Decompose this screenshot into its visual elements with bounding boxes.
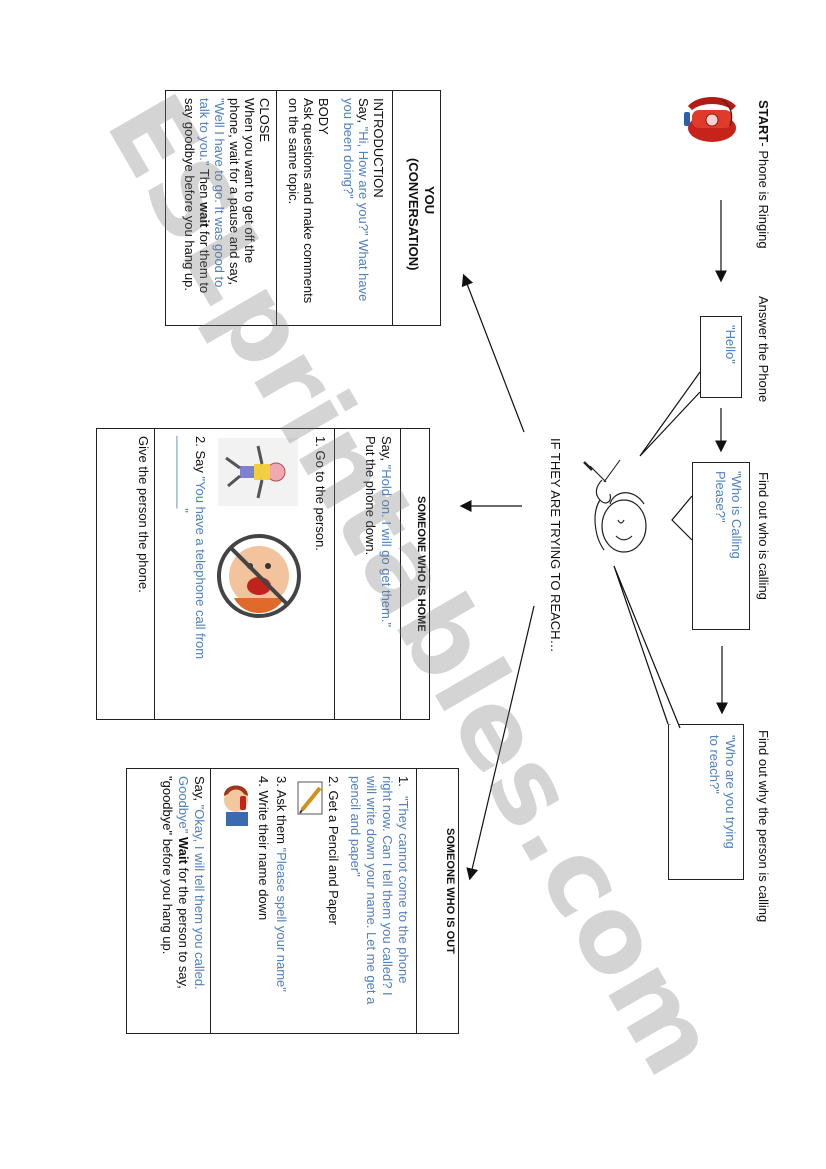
person-on-phone-icon: [583, 461, 647, 553]
who-calling-bubble: "Who is Calling Please?": [692, 462, 750, 630]
red-telephone-icon: [684, 97, 736, 142]
you-conversation-box: [165, 90, 441, 326]
home-box-divider: [400, 428, 402, 720]
home-box-divider-2: [334, 428, 336, 720]
girl-on-phone-icon: [224, 785, 248, 826]
out-box-divider-2: [210, 768, 212, 1034]
pencil-icon: [297, 781, 323, 815]
who-bubble-tail: [671, 495, 693, 541]
hello-bubble: "Hello": [700, 316, 742, 398]
person-walking-icon: [218, 438, 298, 506]
you-box-divider-2: [276, 90, 278, 326]
arrow-to-out-box: [466, 605, 535, 881]
someone-out-box: [126, 768, 459, 1034]
why-calling-bubble: "Who are you trying to reach?": [668, 724, 744, 880]
why-bubble-tail: [613, 565, 681, 729]
arrow-to-you-box: [461, 273, 525, 433]
out-box-divider: [416, 768, 418, 1034]
someone-home-box: [96, 428, 430, 720]
hello-bubble-tail: [639, 371, 701, 457]
you-box-divider: [392, 90, 394, 326]
no-crying-baby-icon: [217, 534, 301, 618]
home-box-divider-3: [154, 428, 156, 720]
